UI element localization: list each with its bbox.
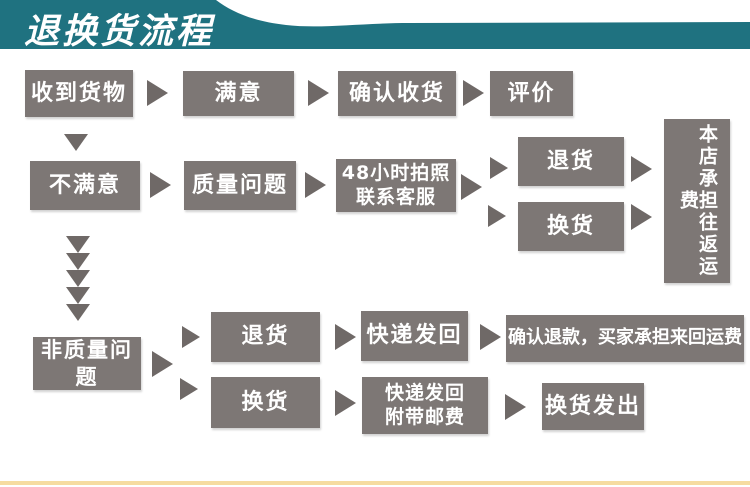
step-quality-issue: 质量问题 [184,161,296,210]
step-received-goods: 收到货物 [25,70,133,117]
header-banner [0,0,750,49]
arrow-down-chain [66,236,90,321]
arrow-right-icon [180,378,198,400]
bottom-accent-line [0,481,750,485]
step-quality-return: 退货 [518,137,624,186]
step-satisfied: 满意 [183,71,294,116]
step-courier-return-with-postage: 快递发回 附带邮费 [362,377,488,434]
step-quality-exchange: 换货 [518,202,624,251]
step-unsatisfied: 不满意 [30,161,140,210]
arrow-right-icon [488,205,506,227]
arrow-down-icon [66,253,90,270]
arrow-right-icon [480,324,501,350]
step-contact-service: 48小时拍照 联系客服 [336,159,456,212]
arrow-right-icon [308,80,329,106]
step-contact-service-line2: 联系客服 [355,185,436,208]
arrow-right-icon [505,394,526,420]
arrow-right-icon [305,172,326,198]
step-nq-exchange: 换货 [211,377,320,428]
arrow-right-icon [463,80,484,106]
arrow-right-icon [631,156,652,182]
note-refund-buyer-bears-shipping: 确认退款，买家承担来回运费 [506,315,744,362]
arrow-right-icon [182,326,200,348]
step-exchange-shipped: 换货发出 [542,383,644,430]
step-non-quality-issue: 非质量问题 [33,337,141,390]
arrow-down-icon [66,304,90,321]
step-courier-return: 快递发回 [361,311,468,361]
arrow-right-icon [150,172,171,198]
step-nq-return: 退货 [211,312,320,362]
arrow-down-icon [66,270,90,287]
arrow-down-icon [66,287,90,304]
step-contact-service-line1: 48小时拍照 [341,161,451,184]
step-courier-postage-line2: 附带邮费 [384,405,465,428]
arrow-right-icon [147,80,168,106]
page-title: 退换货流程 [24,12,215,52]
step-review: 评价 [490,71,573,116]
arrow-down-icon [66,236,90,253]
step-courier-postage-line1: 快递发回 [384,381,465,404]
arrow-right-icon [152,351,173,377]
arrow-right-icon [335,324,356,350]
arrow-right-icon [490,157,508,179]
arrow-down-icon [64,134,88,151]
arrow-right-icon [335,390,356,416]
arrow-right-icon [461,174,482,200]
note-store-bears-shipping: 本店承担往返运费 [664,119,730,283]
step-confirm-receipt: 确认收货 [338,71,456,116]
arrow-right-icon [631,204,652,230]
